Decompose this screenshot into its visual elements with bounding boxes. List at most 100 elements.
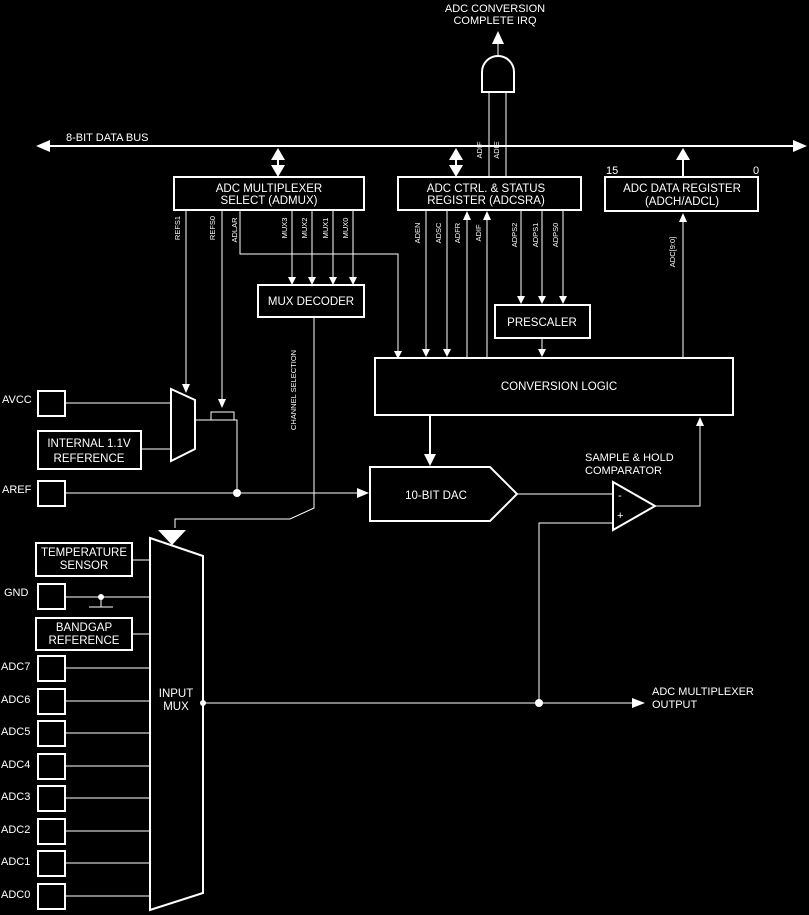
input-mux [149,536,204,912]
irq-label-line1: ADC CONVERSION [445,3,545,15]
adc4-pin [37,753,66,780]
adc5-pin [37,720,66,747]
data-bus-label: 8-BIT DATA BUS [66,132,149,144]
data-bus-left-arrow [36,140,50,152]
adc2-pin [37,818,66,845]
mux-output-label-line2: OUTPUT [652,699,698,711]
bandgap-reference-line1: BANDGAP [56,622,113,634]
gnd-pin [37,583,66,610]
input-mux-label-line1: INPUT [159,688,194,700]
aref-switch [210,411,235,421]
adcsra-control-lines [422,210,491,358]
dac-control-arrow [424,454,436,466]
adc7-label: ADC7 [1,661,30,673]
prescaler-label: PRESCALER [507,317,577,329]
reference-mux [170,387,196,463]
adc0-label: ADC0 [1,889,30,901]
sample-hold-comparator [612,480,658,532]
admux-label-line2: SELECT (ADMUX) [221,195,318,207]
comparator-plus-input-line [538,522,613,703]
irq-signal-adif: ADIF [475,141,484,159]
adc4-label: ADC4 [1,759,30,771]
adc3-pin [37,785,66,812]
mux-output-arrow [632,698,645,708]
channel-selection-line [174,317,315,528]
gnd-label: GND [4,587,29,599]
channel-selection-label: CHANNEL SELECTION [289,350,298,430]
prescaler-select-lines [517,210,567,304]
adc2-label: ADC2 [1,824,30,836]
bandgap-reference [35,617,133,651]
temperature-sensor-line1: TEMPERATURE [41,547,127,559]
data-register-bus-connector [676,148,690,176]
refs1-arrow [182,384,190,393]
channel-selection-arrow [158,530,186,545]
comparator-output-line [655,425,701,507]
admux-signal-mux2: MUX2 [300,218,309,239]
avcc-label: AVCC [2,394,32,406]
adc1-label: ADC1 [1,856,30,868]
admux-register [173,176,365,211]
aref-pin [37,480,66,507]
mux-select-lines [288,210,357,285]
data-register-bit-high: 15 [606,165,618,177]
adc6-pin [37,688,66,715]
adc-data-register [604,176,759,212]
adc-result-signal: ADC[9:0] [668,237,677,267]
conversion-logic-label: CONVERSION LOGIC [501,381,617,393]
internal-reference-line1: INTERNAL 1.1V [47,438,131,450]
adcsra-signal-adps2: ADPS2 [510,223,519,248]
prescaler [494,304,591,339]
10-bit-dac [369,466,519,522]
adcsra-label-line2: REGISTER (ADCSRA) [427,195,545,207]
comparator-plus: + [617,510,623,522]
comparator-label-line1: SAMPLE & HOLD [585,452,674,464]
adcsra-signal-aden: ADEN [413,223,422,244]
temperature-sensor-line2: SENSOR [60,560,109,572]
aref-label: AREF [2,484,32,496]
adcsra-bus-connector [449,148,463,177]
admux-signal-refs0: REFS0 [208,216,217,240]
admux-bus-connector [271,148,285,177]
refs0-arrow [218,399,226,408]
aref-to-dac-arrow [357,488,369,498]
irq-signal-adie: ADIE [492,141,501,159]
reference-to-aref-line [234,419,238,493]
prescaler-clock-arrow [538,349,546,357]
adcsra-signal-adps0: ADPS0 [551,223,560,248]
conversion-logic [374,357,734,416]
input-mux-label-line2: MUX [163,701,189,713]
adcsra-register [397,176,582,211]
admux-signal-mux3: MUX3 [280,218,289,239]
admux-label-line1: ADC MULTIPLEXER [216,183,323,195]
comparator-output-arrow [696,417,704,426]
mux-output-junction [535,699,543,707]
avcc-pin [37,390,66,417]
admux-signal-mux0: MUX0 [341,218,350,239]
adc-result-arrow [679,213,687,222]
adc-channel-pins: ADC7 ADC6 ADC5 ADC4 ADC3 ADC2 ADC1 ADC0 [1,655,150,910]
admux-signal-refs1: REFS1 [173,216,182,240]
adc3-label: ADC3 [1,791,30,803]
mux-decoder-label: MUX DECODER [268,296,354,308]
irq-arrow [492,31,504,44]
adc5-label: ADC5 [1,726,30,738]
data-register-label-line1: ADC DATA REGISTER [623,183,741,195]
comparator-minus: - [618,490,622,502]
adcsra-signal-adif: ADIF [474,224,483,242]
internal-1-1v-reference [37,430,142,470]
data-register-label-line2: (ADCH/ADCL) [645,196,719,208]
adcsra-signal-adps1: ADPS1 [531,223,540,248]
bandgap-reference-line2: REFERENCE [49,635,120,647]
internal-reference-line2: REFERENCE [54,453,125,465]
adc1-pin [37,850,66,877]
adc0-pin [37,883,66,910]
admux-signal-adlar: ADLAR [230,217,239,243]
irq-and-gate [481,55,515,93]
adlar-line [239,210,399,352]
data-bus-right-arrow [793,140,807,152]
mux-output-label-line1: ADC MULTIPLEXER [652,686,754,698]
temperature-sensor [35,542,133,577]
comparator-label-line2: COMPARATOR [585,465,662,477]
